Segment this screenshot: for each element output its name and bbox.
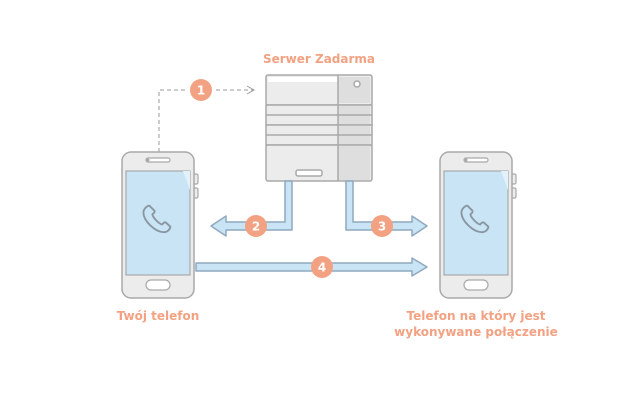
right-phone [439, 151, 517, 299]
phone-handset-icon [460, 204, 490, 234]
right-phone-label-line1: Telefon na który jest [406, 309, 546, 323]
step-badge-4: 4 [311, 256, 333, 278]
step-badge-3: 3 [371, 215, 393, 237]
step-badge-1: 1 [190, 79, 212, 101]
step-badge-2: 2 [245, 215, 267, 237]
left-phone [121, 151, 199, 299]
left-phone-label: Twój telefon [116, 309, 200, 323]
right-phone-label: Telefon na który jest wykonywane połącze… [386, 308, 566, 340]
right-phone-label-line2: wykonywane połączenie [394, 325, 558, 339]
server-title: Serwer Zadarma [262, 52, 376, 66]
dashed-connector [158, 85, 256, 152]
phone-handset-icon [142, 204, 172, 234]
server-icon [265, 74, 373, 182]
svg-text:4: 4 [318, 261, 326, 275]
svg-text:2: 2 [252, 220, 260, 234]
svg-text:3: 3 [378, 220, 386, 234]
svg-text:1: 1 [197, 84, 205, 98]
